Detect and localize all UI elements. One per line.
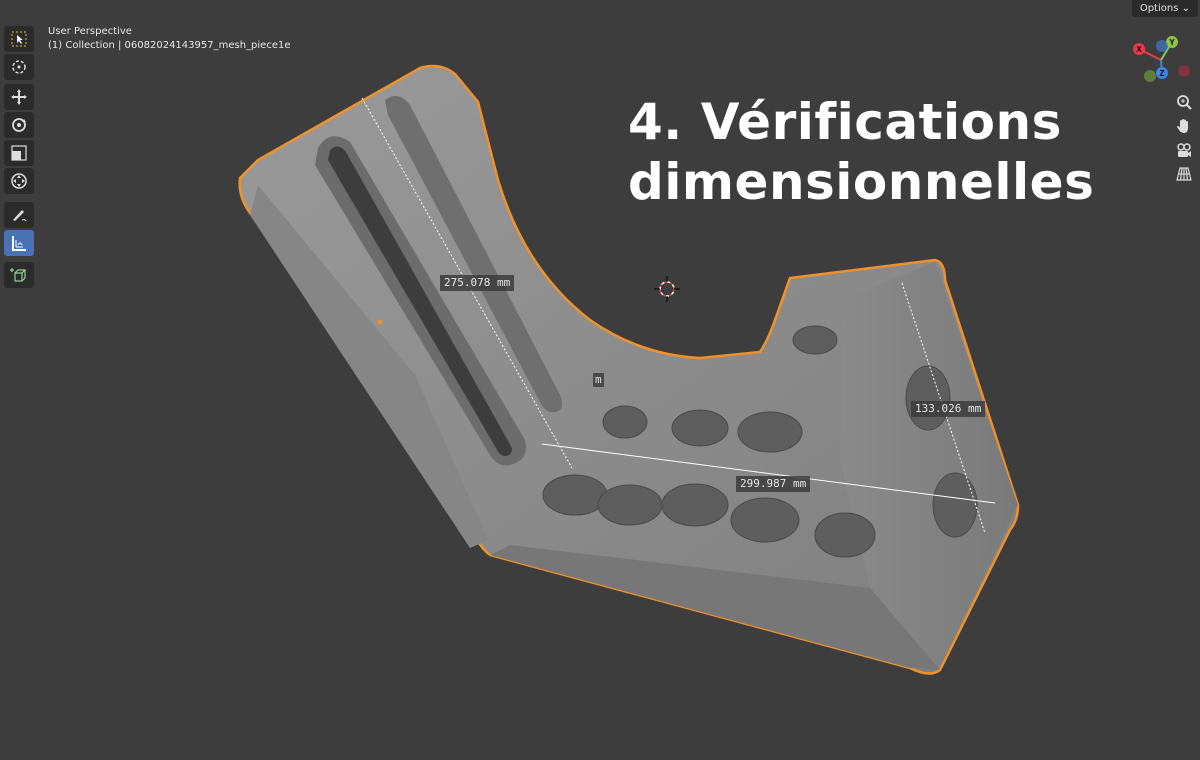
cursor-tool[interactable] <box>4 54 34 80</box>
view-name: User Perspective <box>48 26 132 37</box>
measurement-marker: m <box>593 373 604 387</box>
pan-button[interactable] <box>1172 116 1196 136</box>
measure-line-base <box>541 443 996 504</box>
camera-icon <box>1177 143 1191 157</box>
rotate-tool[interactable] <box>4 112 34 138</box>
gizmo-x-ball[interactable] <box>1133 43 1145 55</box>
hole-row <box>542 325 978 558</box>
viewport-info: User Perspective (1) Collection | 060820… <box>48 25 291 53</box>
annotate-tool[interactable] <box>4 202 34 228</box>
pan-hand-icon <box>1177 119 1188 133</box>
cursor-icon <box>12 60 26 74</box>
measure-icon <box>12 236 26 251</box>
transform-tool[interactable] <box>4 168 34 194</box>
move-tool[interactable] <box>4 84 34 110</box>
zoom-icon <box>1177 95 1192 110</box>
overlay-title: 4. Vérifications dimensionnelles <box>628 92 1094 212</box>
gizmo-neg-y-ball[interactable] <box>1144 70 1156 82</box>
annotate-icon <box>13 210 27 222</box>
transform-icon <box>11 173 27 189</box>
gizmo-neg-x-ball[interactable] <box>1178 65 1190 77</box>
measurement-side-height: 133.026 mm <box>911 401 986 417</box>
camera-button[interactable] <box>1172 140 1196 160</box>
options-label: Options <box>1139 3 1179 14</box>
zoom-button[interactable] <box>1172 92 1196 112</box>
gizmo-z-label: Z <box>1160 69 1165 78</box>
select-box-tool[interactable] <box>4 26 34 52</box>
move-icon <box>11 89 27 105</box>
add-cube-tool[interactable] <box>4 262 34 288</box>
perspective-toggle-button[interactable] <box>1172 164 1196 184</box>
overlay-title-line2: dimensionnelles <box>628 153 1095 211</box>
gizmo-z-ball[interactable] <box>1156 67 1168 79</box>
measurement-slot-length: 275.078 mm <box>440 275 515 291</box>
side-face <box>840 262 1018 668</box>
scale-icon <box>11 145 27 161</box>
slot-inner <box>328 146 512 456</box>
grid-perspective-icon <box>1176 167 1192 181</box>
scale-tool[interactable] <box>4 140 34 166</box>
gizmo-y-label: Y <box>1169 38 1175 47</box>
overlay-title-line1: 4. Vérifications <box>628 93 1062 151</box>
gizmo-y-ball[interactable] <box>1166 36 1178 48</box>
origin-point <box>377 319 383 325</box>
3d-cursor-icon[interactable] <box>654 276 680 302</box>
slot-2 <box>385 96 563 413</box>
rotate-icon <box>12 118 26 132</box>
options-dropdown[interactable]: Options ⌄ <box>1131 0 1198 17</box>
left-rib <box>250 185 488 548</box>
chevron-down-icon: ⌄ <box>1181 3 1190 14</box>
measure-tool[interactable] <box>4 230 34 256</box>
add-cube-icon <box>10 268 27 282</box>
select-box-icon <box>11 31 27 47</box>
bottom-edge-shade <box>490 545 940 670</box>
gizmo-x-label: X <box>1136 45 1142 54</box>
navigation-gizmo[interactable]: X Y Z <box>1128 32 1194 88</box>
gizmo-neg-z-ball[interactable] <box>1156 40 1168 52</box>
collection-line: (1) Collection | 06082024143957_mesh_pie… <box>48 40 291 51</box>
measurement-base-width: 299.987 mm <box>736 476 811 492</box>
